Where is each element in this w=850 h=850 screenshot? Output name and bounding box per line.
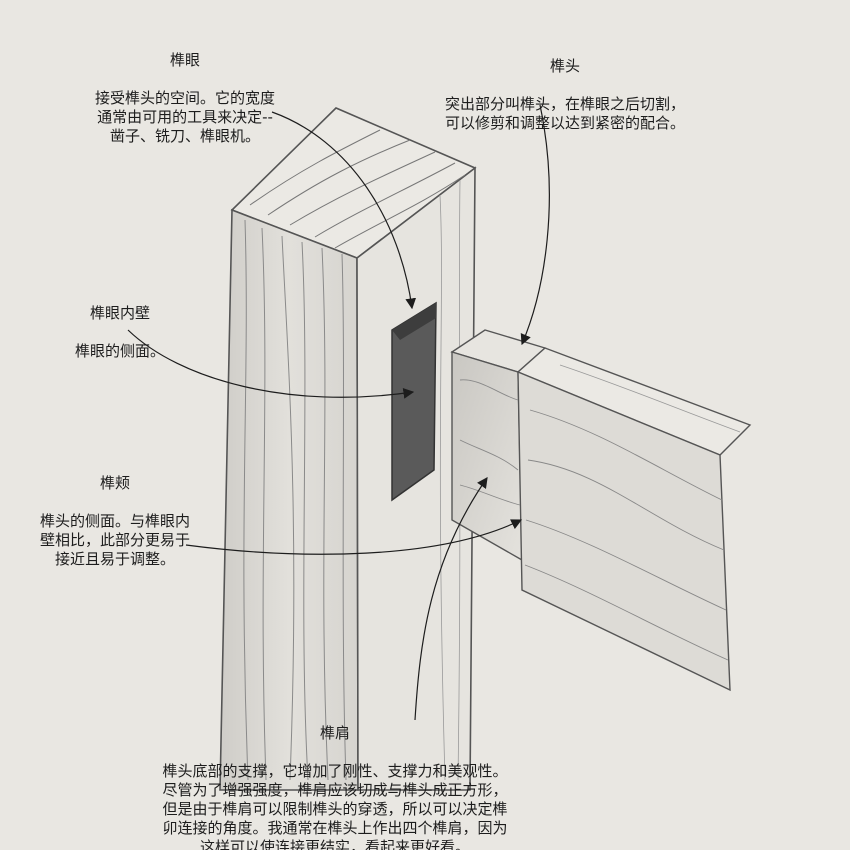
mortise-arrow [271, 111, 417, 310]
tenon-cheek-arrow [185, 519, 523, 555]
mortise-wall-label: 榫眼内壁 榫眼的侧面。 [25, 285, 215, 380]
tenon-title: 榫头 [549, 57, 580, 75]
tenon-arrow [520, 104, 550, 346]
tenon-cheek-title: 榫颊 [99, 474, 130, 492]
mortise-title: 榫眼 [169, 51, 200, 69]
tenon-shoulder-title: 榫肩 [319, 724, 350, 742]
mortise-desc: 接受榫头的空间。它的宽度 通常由可用的工具来决定-- 凿子、铣刀、榫眼机。 [94, 89, 275, 145]
post [219, 107, 477, 791]
tenon-shoulder-desc: 榫头底部的支撑，它增加了刚性、支撑力和美观性。 尽管为了增强强度，榫肩应该切成与… [162, 762, 508, 850]
rail [450, 329, 752, 692]
mortise-wall-desc: 榫眼的侧面。 [74, 342, 165, 360]
tenon-shoulder-arrow [414, 477, 488, 721]
tenon-shoulder-label: 榫肩 榫头底部的支撑，它增加了刚性、支撑力和美观性。 尽管为了增强强度，榫肩应该… [100, 705, 570, 850]
mortise-wall-title: 榫眼内壁 [89, 304, 150, 322]
tenon-desc: 突出部分叫榫头，在榫眼之后切割， 可以修剪和调整以达到紧密的配合。 [444, 95, 685, 132]
tenon-cheek-label: 榫颊 榫头的侧面。与榫眼内 壁相比，此部分更易于 接近且易于调整。 [15, 455, 215, 588]
mortise-label: 榫眼 接受榫头的空间。它的宽度 通常由可用的工具来决定-- 凿子、铣刀、榫眼机。 [60, 32, 310, 165]
mortise-wall-arrow [127, 329, 415, 399]
tenon-label: 榫头 突出部分叫榫头，在榫眼之后切割， 可以修剪和调整以达到紧密的配合。 [400, 38, 730, 152]
tenon-cheek-desc: 榫头的侧面。与榫眼内 壁相比，此部分更易于 接近且易于调整。 [39, 512, 190, 568]
